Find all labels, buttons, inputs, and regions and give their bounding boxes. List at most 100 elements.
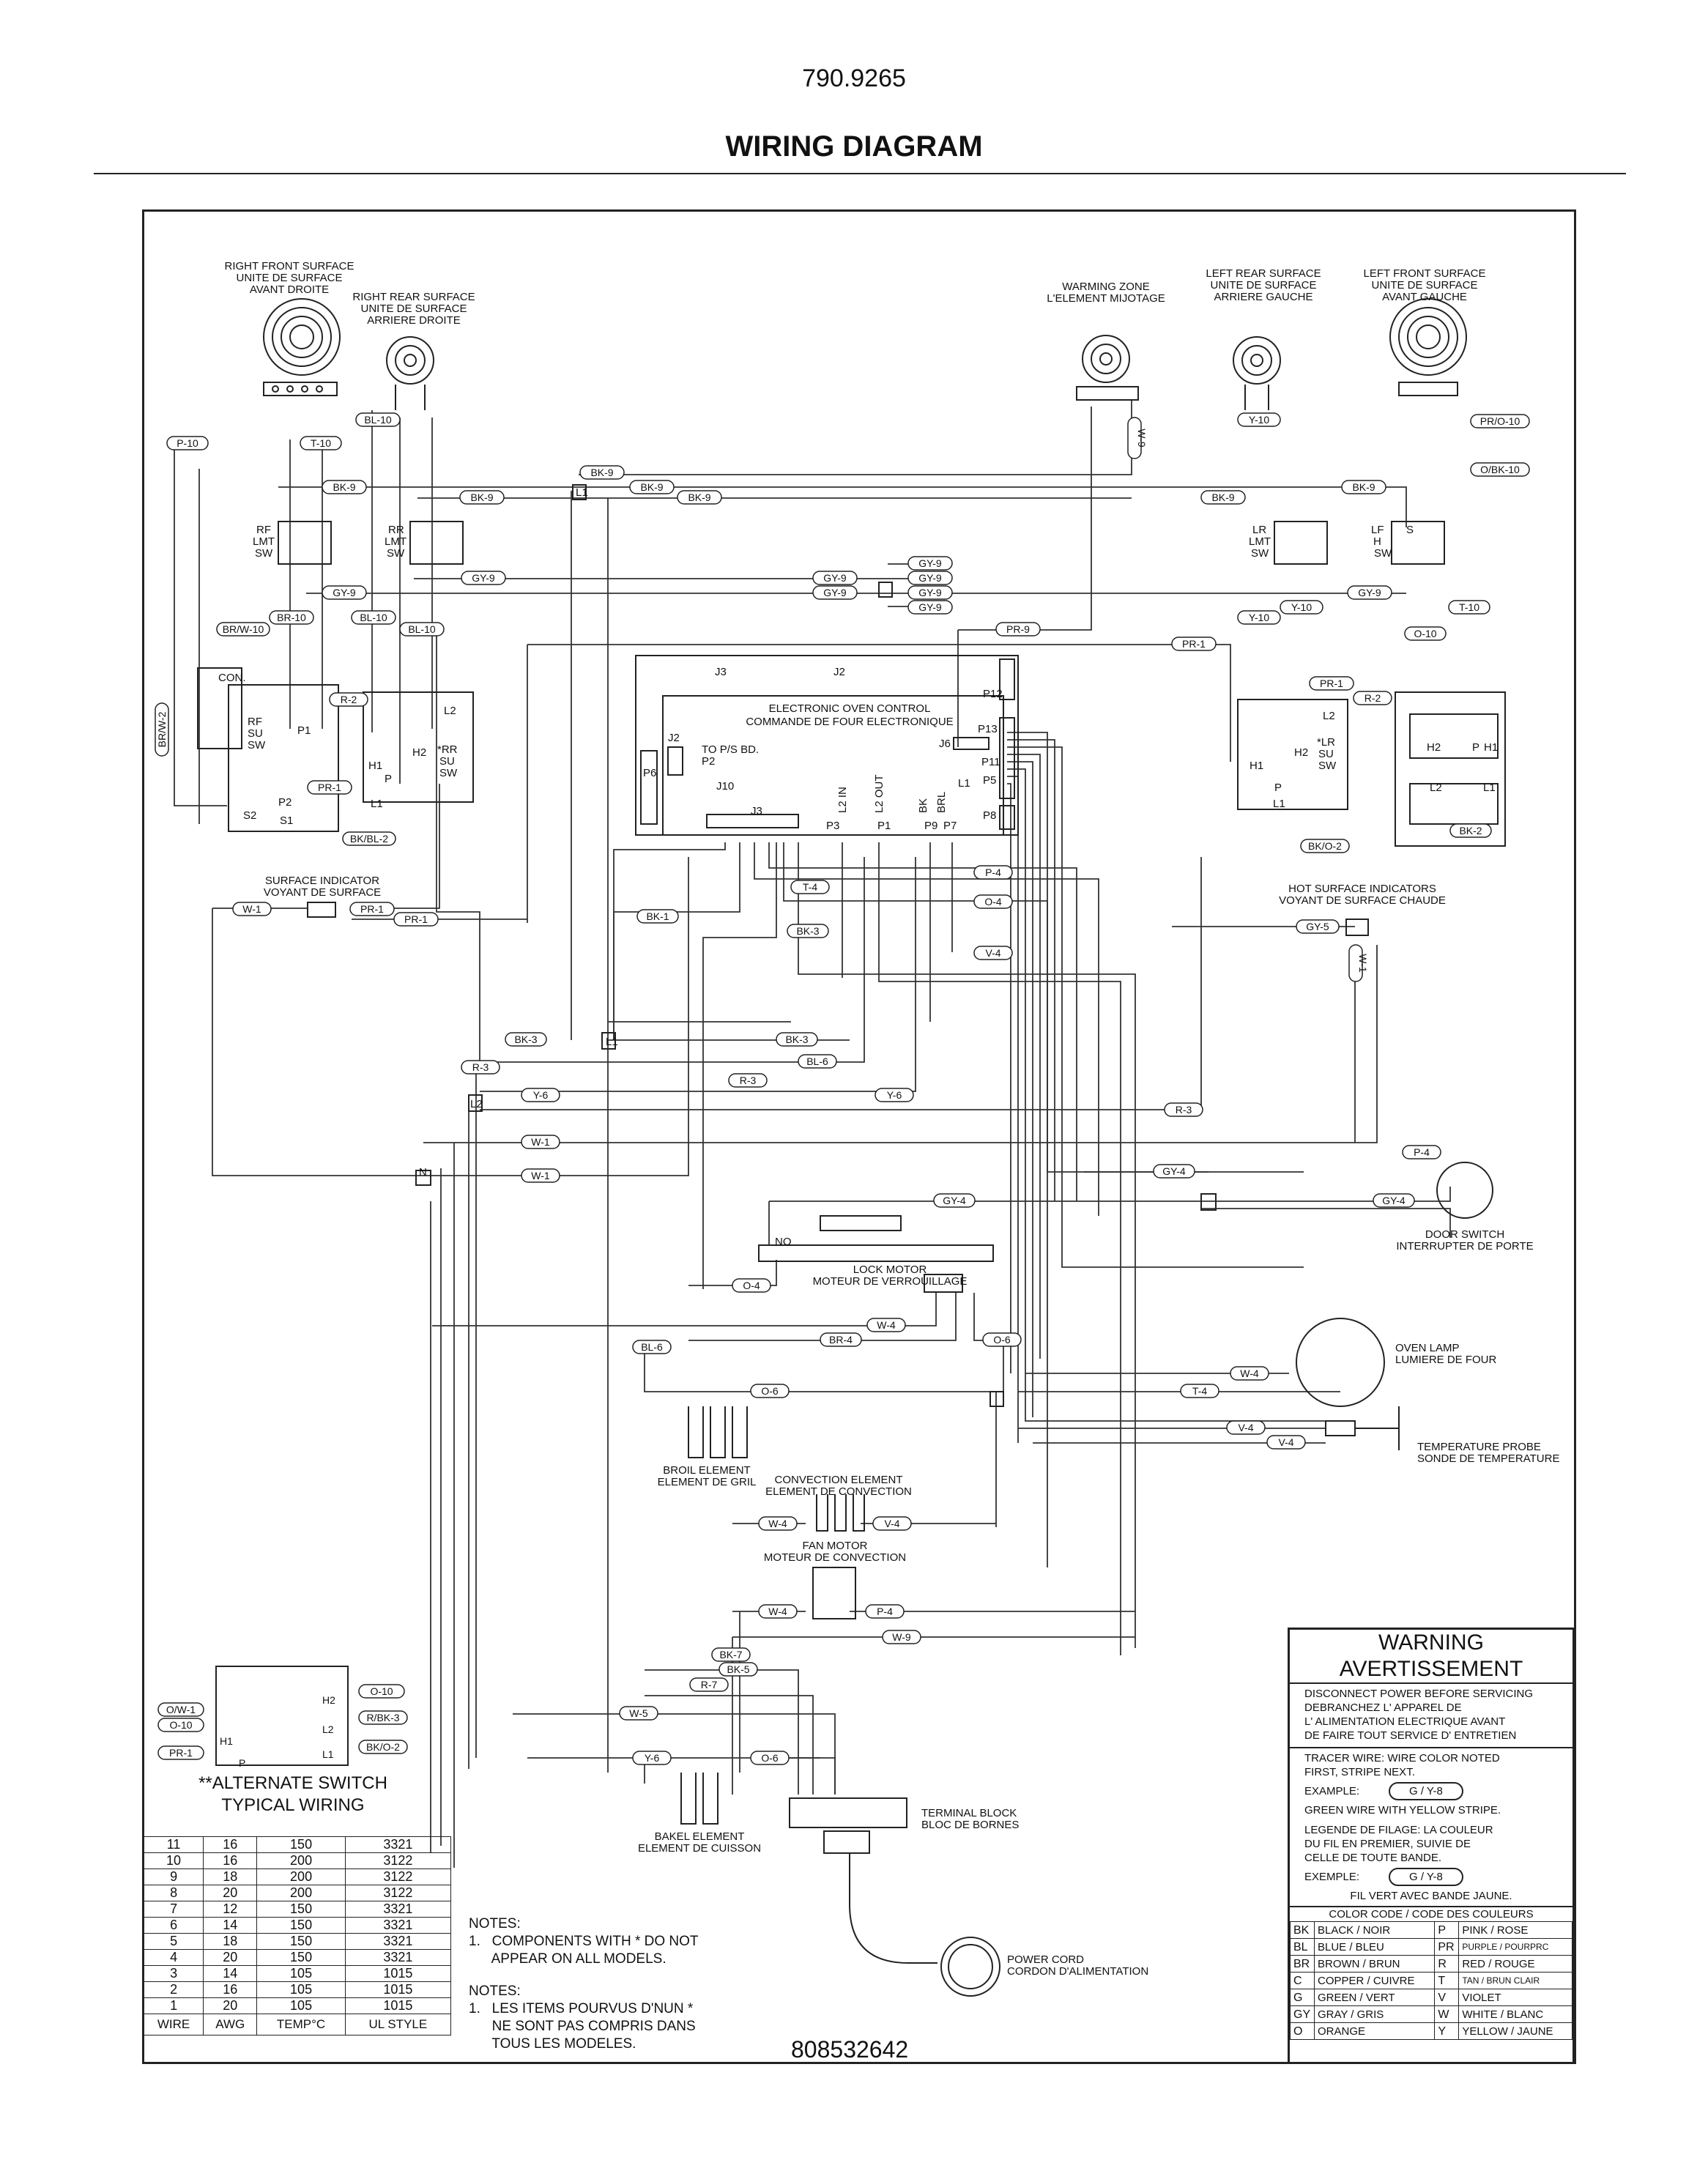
wl-pr1-a: PR-1: [307, 780, 352, 795]
wl-br4: BR-4: [820, 1332, 862, 1347]
pin-j10: J10: [716, 780, 734, 793]
wire-table-cell: 150: [256, 1917, 346, 1934]
rr-lmt-2: LMT: [385, 535, 406, 548]
wl-r3-a: R-3: [461, 1060, 500, 1075]
pin-p13: P13: [978, 723, 998, 735]
svg-text:R-3: R-3: [740, 1075, 757, 1086]
rr-label-2: UNITE DE SURFACE: [360, 303, 467, 315]
wl-gy9-e: GY-9: [907, 556, 953, 571]
pin-l1: L1: [958, 777, 970, 790]
wl-w9-b: W-9: [882, 1630, 921, 1644]
lf-l2: L2: [1430, 782, 1442, 794]
lf-switch-lower-terminals: [1409, 783, 1499, 825]
color-code-cell: VIOLET: [1458, 1989, 1573, 2006]
wl-w1-b: W-1: [521, 1135, 560, 1149]
wl-gy9-i: GY-9: [1347, 585, 1392, 600]
lf-h1: H1: [1484, 741, 1498, 754]
color-code-cell: ORANGE: [1313, 2022, 1436, 2040]
wire-table-cell: 3122: [344, 1885, 452, 1901]
wl-o10-r: O-10: [1404, 626, 1447, 641]
rf-p1: P1: [297, 724, 311, 737]
lf-label-2: UNITE DE SURFACE: [1371, 279, 1477, 292]
l1-junction-mid: [601, 1032, 616, 1050]
rr-p: P: [385, 773, 392, 785]
rr-su-1: *RR: [437, 743, 458, 756]
pin-bk: BK: [917, 798, 929, 813]
wl-bk9-c: BK-9: [459, 490, 505, 505]
svg-text:BL-6: BL-6: [641, 1341, 663, 1353]
si-label-2: VOYANT DE SURFACE: [264, 886, 381, 899]
wl-bk3-a: BK-3: [787, 924, 829, 938]
wl-gy9-a: GY-9: [322, 585, 367, 600]
svg-text:BL-10: BL-10: [408, 623, 436, 635]
wl-brw2: BR/W-2: [155, 702, 169, 757]
si-label-1: SURFACE INDICATOR: [265, 875, 379, 887]
wire-table-cell: 8: [143, 1885, 204, 1901]
wire-table-cell: 18: [203, 1933, 258, 1950]
lr-lmt-1: LR: [1252, 524, 1266, 536]
svg-text:BR-4: BR-4: [829, 1334, 853, 1346]
wire-table-cell: 12: [203, 1901, 258, 1918]
rr-su-3: SW: [439, 767, 458, 779]
svg-text:O-4: O-4: [743, 1280, 760, 1291]
wl-bk7: BK-7: [711, 1647, 751, 1662]
rf-surface-switch: [228, 684, 339, 832]
rf-s2: S2: [243, 809, 256, 822]
wl-w4-b: W-4: [1230, 1366, 1269, 1381]
wire-table-cell: 3321: [344, 1917, 452, 1934]
lf-label-3: AVANT GAUCHE: [1382, 291, 1467, 303]
lr-lmt-2: LMT: [1249, 535, 1271, 548]
wl-y10-a: Y-10: [1237, 412, 1281, 427]
wl-t4-b: T-4: [1180, 1384, 1219, 1398]
rf-lmt-3: SW: [255, 547, 273, 560]
wl-bk5: BK-5: [719, 1662, 758, 1677]
fan-motor: [812, 1567, 856, 1619]
lf-p-h1: P: [1472, 741, 1479, 754]
svg-text:GY-4: GY-4: [1382, 1195, 1406, 1206]
svg-text:O-10: O-10: [370, 1685, 393, 1697]
pin-j3-bottom: J3: [751, 805, 762, 817]
svg-text:V-4: V-4: [1278, 1436, 1293, 1448]
wire-table-cell: 20: [203, 1997, 258, 2014]
wl-w1-a: W-1: [232, 902, 272, 916]
lf-hs-3: SW: [1374, 547, 1392, 560]
l1-mid: L1: [606, 1036, 618, 1048]
svg-text:O-10: O-10: [1414, 628, 1436, 639]
color-code-cell: R: [1434, 1955, 1460, 1973]
svg-text:GY-9: GY-9: [472, 572, 495, 584]
svg-text:PR-9: PR-9: [1006, 623, 1030, 635]
color-code-cell: Y: [1434, 2022, 1460, 2040]
wire-table-cell: 2: [143, 1981, 204, 1998]
wire-table-cell: 14: [203, 1965, 258, 1982]
wire-table-cell: 6: [143, 1917, 204, 1934]
svg-text:Y-6: Y-6: [887, 1089, 902, 1101]
svg-text:BK-2: BK-2: [1459, 825, 1482, 836]
rr-l1: L1: [371, 798, 383, 810]
svg-text:BK/O-2: BK/O-2: [366, 1741, 400, 1753]
alt-pin-l2: L2: [322, 1723, 334, 1735]
lock-no: NO: [775, 1236, 792, 1248]
pin-l2-out: L2 OUT: [873, 774, 885, 813]
wl-p10: P-10: [166, 436, 209, 450]
wire-table-cell: 200: [256, 1868, 346, 1885]
legend-3: CELLE DE TOUTE BANDE.: [1304, 1852, 1442, 1864]
wire-table-cell: 3321: [344, 1901, 452, 1918]
pin-p6: P6: [643, 767, 656, 779]
pin-p11: P11: [981, 756, 1000, 768]
wl-r3-c: R-3: [1164, 1102, 1203, 1117]
eoc-label-1: ELECTRONIC OVEN CONTROL: [769, 702, 931, 715]
wl-y6-b: Y-6: [875, 1088, 914, 1102]
svg-text:T-10: T-10: [311, 437, 331, 449]
wire-table-cell: 150: [256, 1836, 346, 1853]
alternate-switch-caption: **ALTERNATE SWITCH TYPICAL WIRING: [183, 1773, 403, 1816]
wire-table-header-cell: AWG: [203, 2014, 258, 2035]
wl-t10-r: T-10: [1448, 600, 1490, 615]
l2-junction: [468, 1094, 483, 1112]
color-code-cell: G: [1290, 1989, 1315, 2006]
rf-p2: P2: [278, 796, 292, 809]
wl-p4-b: P-4: [1402, 1145, 1441, 1159]
svg-text:BL-10: BL-10: [364, 414, 392, 426]
